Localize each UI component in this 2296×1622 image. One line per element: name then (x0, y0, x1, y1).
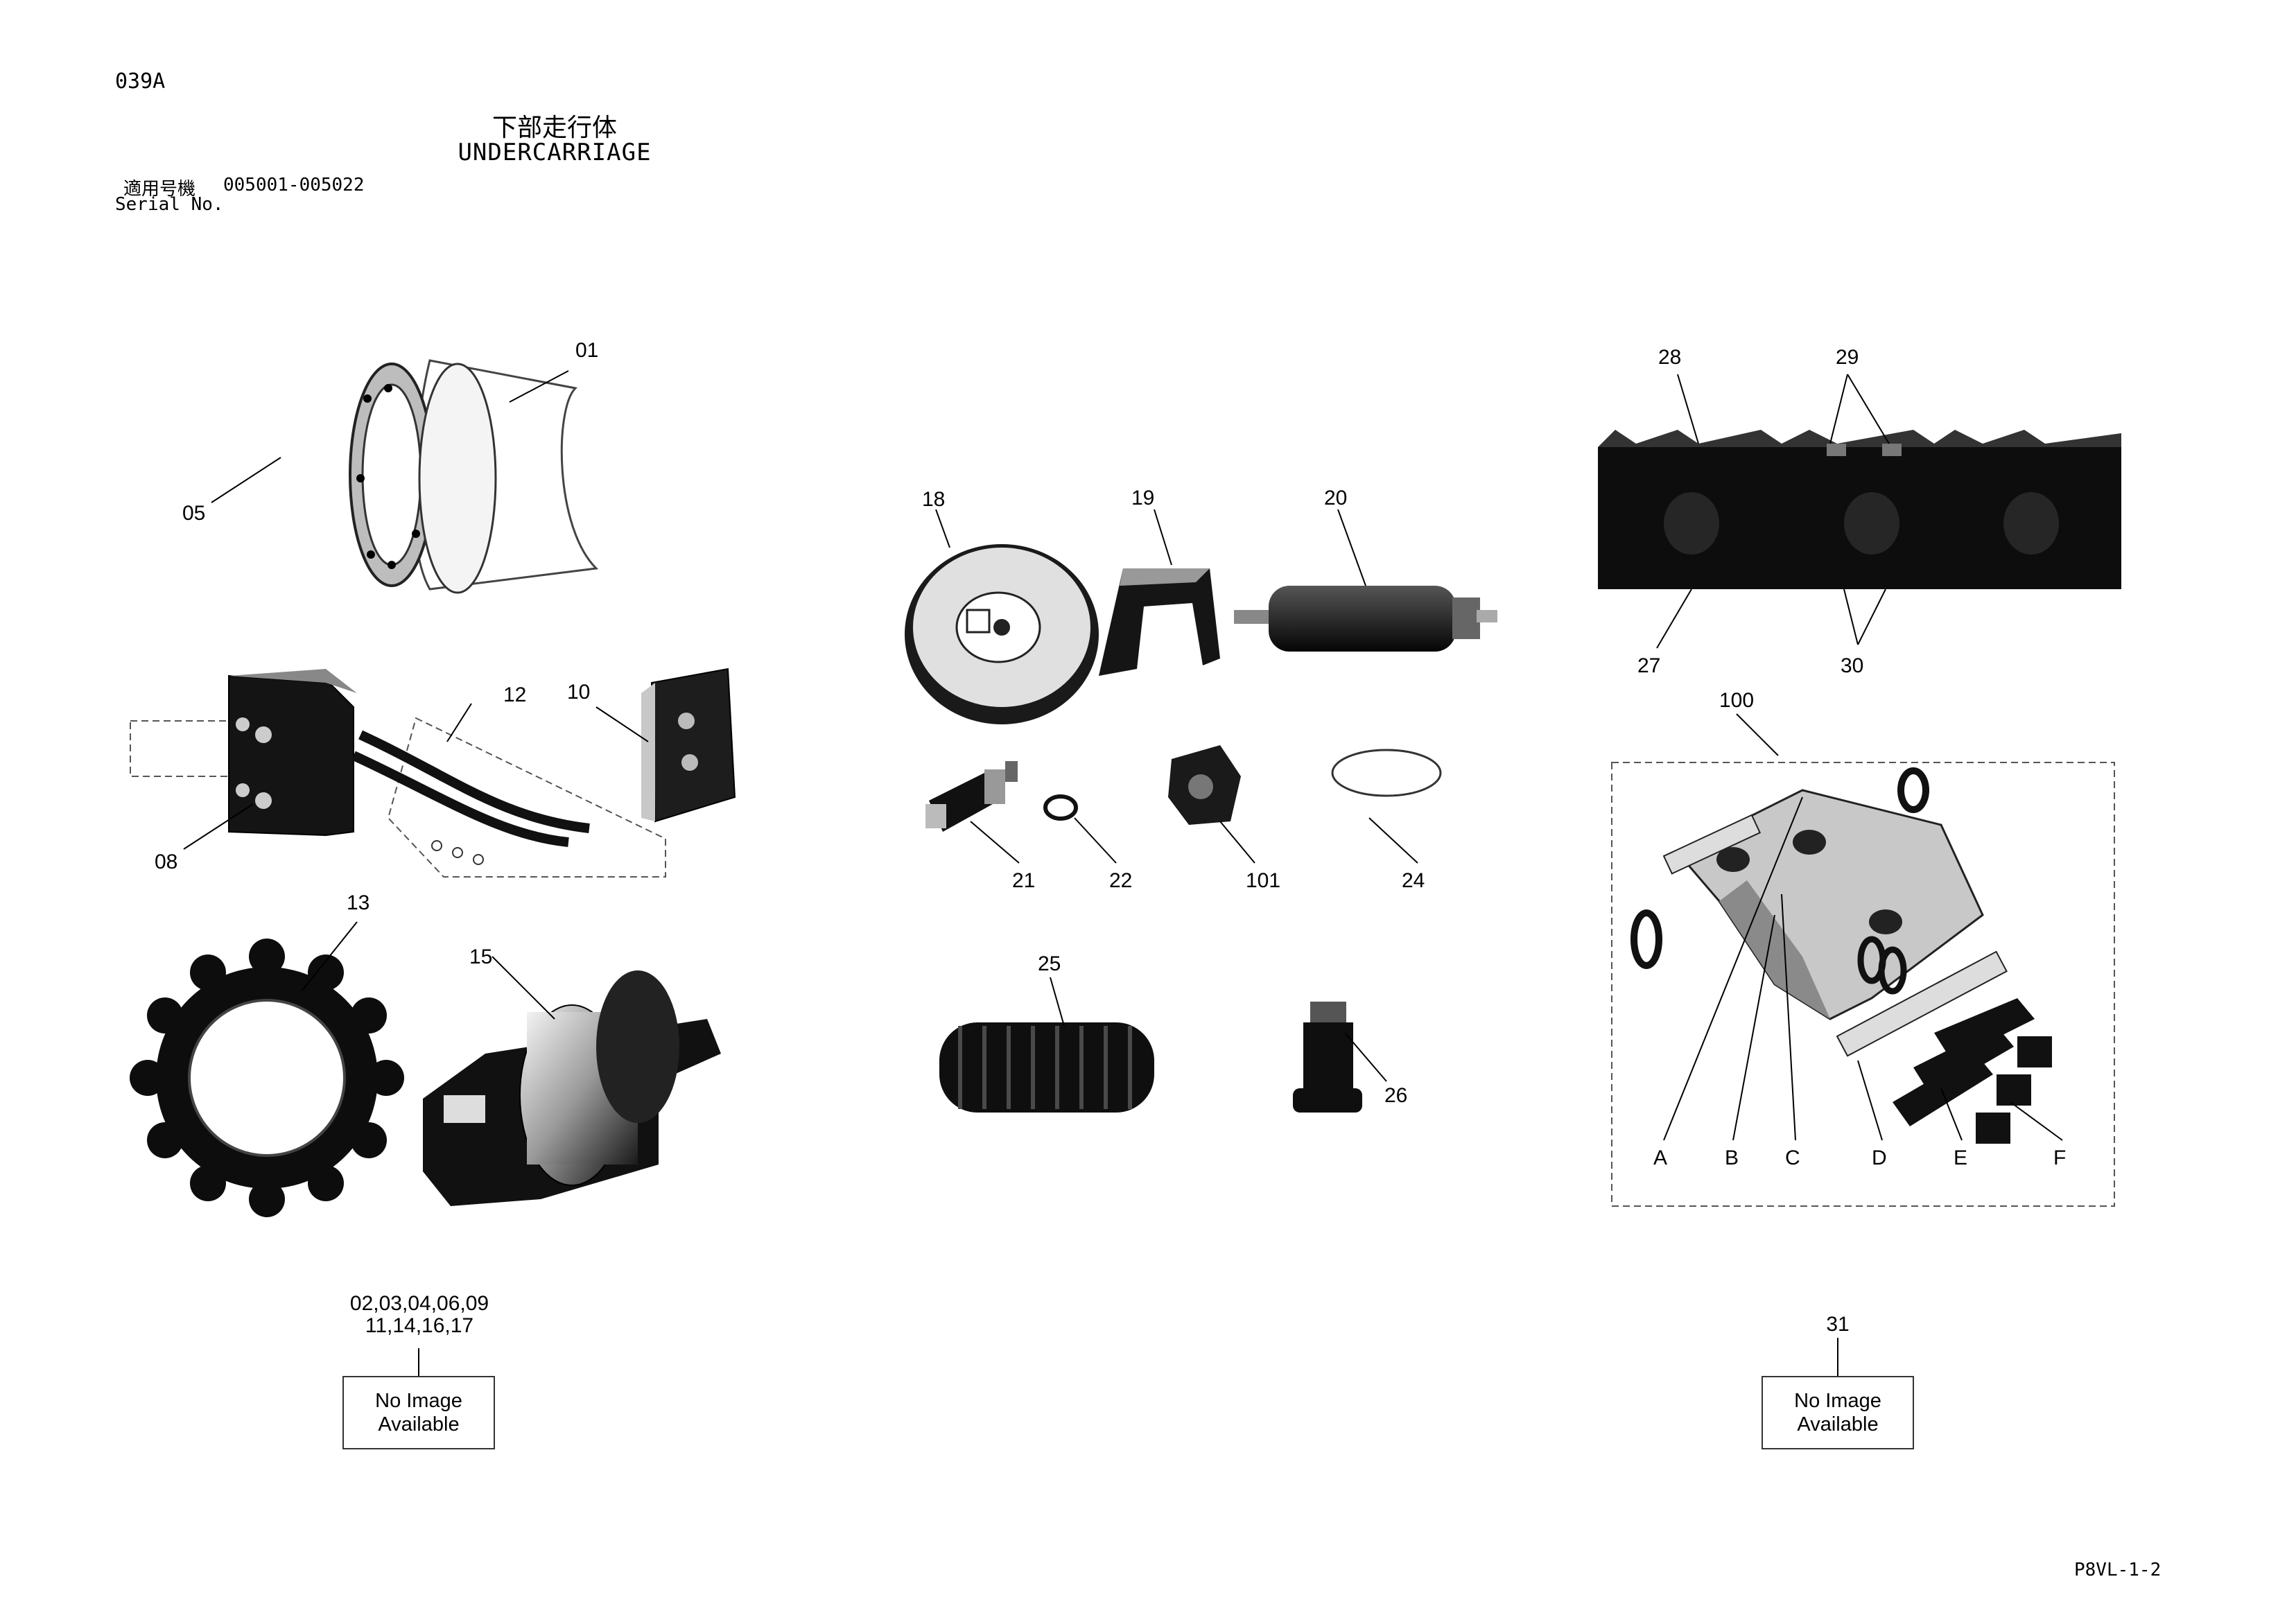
callout-B: B (1725, 1146, 1739, 1169)
callout-27: 27 (1637, 654, 1660, 677)
leader-line (1677, 374, 1699, 444)
leader-line (1074, 817, 1117, 864)
leader-line (1344, 1032, 1387, 1082)
leader-line (301, 921, 358, 992)
leader-line (1154, 509, 1172, 566)
leader-line (492, 956, 555, 1020)
serial-range: 005001-005022 (223, 175, 365, 195)
callout-29: 29 (1836, 346, 1859, 369)
leader-line (1050, 977, 1065, 1027)
callout-13: 13 (347, 891, 369, 914)
leader-line (1736, 713, 1779, 756)
no-image-text: No Image (1794, 1390, 1881, 1412)
o-ring-image (1043, 794, 1078, 821)
leader-line (1219, 821, 1255, 864)
idler-image (905, 544, 1099, 724)
part-list-line: 02,03,04,06,09 (349, 1292, 489, 1315)
leader-line (446, 703, 472, 742)
travel-motor-image (349, 359, 599, 594)
page-title: UNDERCARRIAGE (458, 139, 652, 166)
leader-line (1781, 893, 1796, 1141)
leader-line (211, 457, 281, 503)
callout-25: 25 (1038, 952, 1061, 975)
leader-line (1656, 588, 1692, 649)
cylinder-image (1234, 586, 1497, 652)
callout-26: 26 (1384, 1084, 1407, 1107)
track-chain-image (1598, 430, 2121, 589)
leader-line (1368, 817, 1418, 864)
leader-line (1829, 374, 1848, 444)
callout-18: 18 (922, 488, 945, 511)
valve-image (925, 761, 1018, 832)
no-image-box: No Image Available (342, 1376, 495, 1449)
page-reference: P8VL-1-2 (2074, 1560, 2162, 1580)
leader-line (935, 509, 950, 548)
leader-line (1940, 1088, 1963, 1141)
callout-30: 30 (1841, 654, 1863, 677)
serial-label: Serial No. (115, 194, 224, 215)
leader-line (1857, 1060, 1883, 1141)
no-image-text: No Image (375, 1390, 462, 1412)
snap-ring-image (1331, 749, 1442, 797)
callout-31: 31 (1826, 1313, 1850, 1336)
callout-24: 24 (1402, 869, 1425, 892)
bushing-image (1293, 1002, 1362, 1113)
leader-line (509, 370, 569, 403)
part-list-line: 11,14,16,17 (365, 1314, 474, 1337)
callout-15: 15 (469, 945, 492, 968)
no-image-label-group-1: 02,03,04,06,09 11,14,16,17 (326, 1293, 513, 1337)
callout-28: 28 (1658, 346, 1681, 369)
callout-E: E (1954, 1146, 1967, 1169)
track-roller-image (423, 970, 721, 1206)
callout-F: F (2053, 1146, 2066, 1169)
no-image-text: Available (378, 1413, 460, 1436)
nut-image (1168, 745, 1241, 825)
callout-01: 01 (575, 339, 598, 362)
leader-line (1857, 588, 1886, 645)
leader-line (595, 706, 649, 742)
hydraulic-block-image (130, 668, 736, 878)
link-assembly-image (1611, 762, 2115, 1207)
serial-label-japanese: 適用号機 (123, 179, 196, 200)
leader-line (1663, 796, 1803, 1141)
leader-line (970, 821, 1020, 864)
callout-19: 19 (1131, 487, 1154, 509)
callout-20: 20 (1324, 487, 1347, 509)
callout-12: 12 (503, 683, 526, 706)
callout-21: 21 (1012, 869, 1035, 892)
sprocket-image (130, 939, 404, 1217)
callout-05: 05 (182, 502, 205, 525)
leader-line (183, 803, 254, 850)
callout-08: 08 (155, 851, 177, 873)
callout-A: A (1653, 1146, 1667, 1169)
no-image-box: No Image Available (1762, 1376, 1914, 1449)
yoke-image (1099, 568, 1220, 676)
callout-101: 101 (1246, 869, 1280, 892)
no-image-label-group-2: 31 (1803, 1314, 1872, 1336)
leader-line (1843, 588, 1859, 645)
leader-line (1732, 914, 1775, 1141)
leader-line (1847, 374, 1890, 444)
leader-line (1337, 509, 1366, 586)
page-code: 039A (115, 69, 166, 94)
title-japanese: 下部走行体 (492, 114, 617, 142)
callout-D: D (1872, 1146, 1887, 1169)
callout-100: 100 (1719, 689, 1754, 712)
spring-image (939, 1022, 1154, 1113)
callout-C: C (1785, 1146, 1800, 1169)
no-image-text: Available (1797, 1413, 1879, 1436)
callout-22: 22 (1109, 869, 1132, 892)
callout-10: 10 (567, 681, 590, 704)
leader-line (2010, 1101, 2063, 1141)
